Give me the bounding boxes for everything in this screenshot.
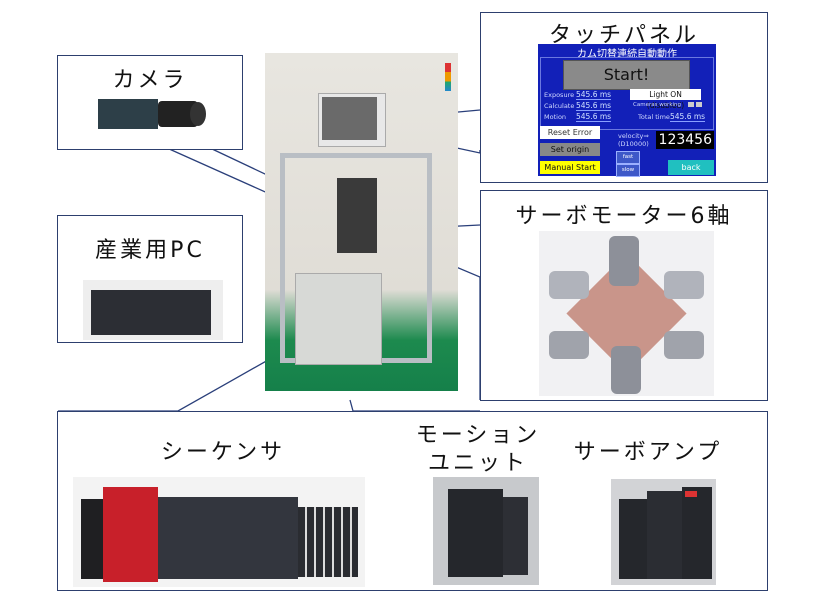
motion-value: 545.6 ms	[576, 112, 612, 122]
signal-tower	[445, 63, 451, 91]
servo-motor-image	[539, 231, 714, 396]
total-time-value: 545.6 ms	[670, 112, 706, 122]
calculate-value: 545.6 ms	[576, 101, 612, 111]
camera-indicator-1	[688, 102, 694, 107]
servo-motor-title: サーボモーター6軸	[515, 204, 733, 229]
servo-amp-image	[611, 479, 716, 585]
reset-error-button[interactable]: Reset Error	[540, 126, 600, 139]
industrial-pc-image	[83, 280, 223, 340]
camera-indicator-2	[696, 102, 702, 107]
industrial-pc-box: 産業用PC	[57, 215, 243, 343]
cameras-working-label: Cameras working	[633, 102, 682, 108]
exposure-value: 545.6 ms	[576, 90, 612, 100]
back-button[interactable]: back	[668, 160, 714, 175]
manual-start-button[interactable]: Manual Start	[540, 161, 600, 174]
camera-box: カメラ	[57, 55, 243, 150]
servo-motor-box: サーボモーター6軸	[480, 190, 768, 401]
motion-label: Motion	[544, 113, 567, 121]
panel-title: カム切替連続自動動作	[577, 49, 677, 60]
set-origin-button[interactable]: Set origin	[540, 143, 600, 156]
start-button[interactable]: Start!	[563, 60, 690, 90]
sequencer-image	[73, 477, 365, 587]
total-time-label: Total time	[638, 113, 670, 121]
servo-amp-title: サーボアンプ	[573, 440, 723, 465]
motion-unit-image	[433, 477, 539, 585]
camera-title: カメラ	[112, 68, 188, 93]
calculate-label: Calculate	[544, 102, 575, 110]
exposure-label: Exposure	[544, 91, 575, 99]
light-toggle[interactable]: Light ON (disabled)	[630, 89, 701, 110]
touch-panel-title: タッチパネル	[548, 23, 699, 48]
motion-unit-title-line1: モーション	[415, 423, 541, 448]
camera-image	[98, 91, 208, 143]
monitor	[318, 93, 386, 147]
controller-box: シーケンサ モーション ユニット サーボアンプ	[57, 411, 768, 591]
touch-panel-screen: カム切替連続自動動作 Start! Exposure 545.6 ms Calc…	[538, 44, 716, 177]
industrial-pc-title: 産業用PC	[95, 238, 205, 263]
sequencer-title: シーケンサ	[160, 440, 286, 465]
velocity-display: 123456	[656, 131, 714, 149]
velocity-register: (D10000)	[618, 140, 649, 148]
mechanism	[337, 178, 377, 253]
velocity-label: velocity⇒	[618, 132, 649, 140]
panel-status-area	[540, 57, 714, 130]
fast-button[interactable]: fast	[616, 151, 640, 164]
enclosure	[295, 273, 382, 365]
slow-button[interactable]: slow	[616, 164, 640, 177]
machine-photo	[265, 53, 458, 391]
motion-unit-title-line2: ユニット	[427, 451, 528, 476]
